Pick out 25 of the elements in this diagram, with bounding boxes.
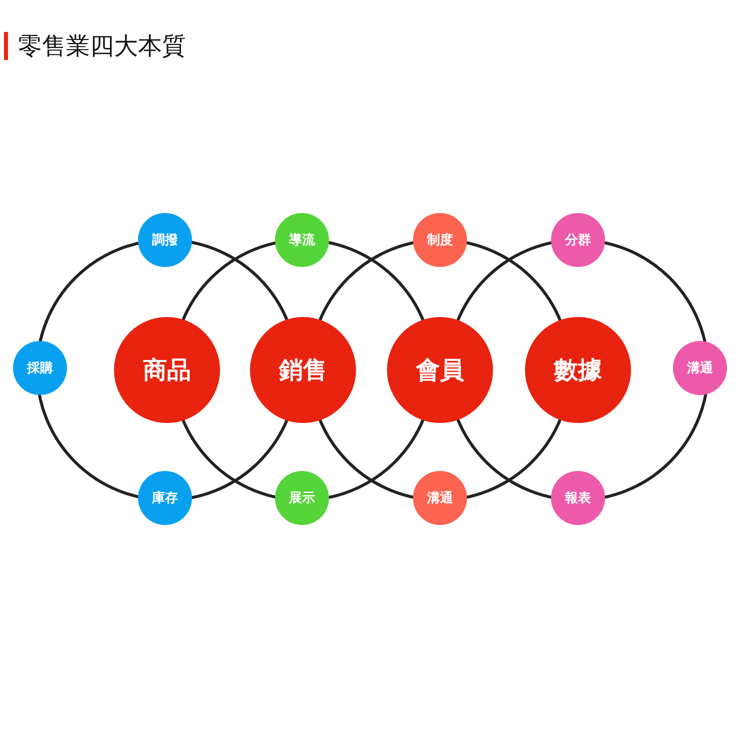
circle-label: 報表 bbox=[565, 490, 591, 507]
circle-label: 溝通 bbox=[687, 360, 713, 377]
topic-circle bbox=[551, 471, 605, 525]
topic-circle bbox=[138, 213, 192, 267]
topic-circle bbox=[138, 471, 192, 525]
circle-label: 商品 bbox=[143, 355, 191, 386]
circle-label: 調撥 bbox=[152, 232, 178, 249]
circle-label: 制度 bbox=[427, 232, 453, 249]
circle-label: 展示 bbox=[289, 490, 315, 507]
topic-circle bbox=[551, 213, 605, 267]
circle-label: 導流 bbox=[289, 232, 315, 249]
topic-circle bbox=[413, 471, 467, 525]
topic-circle bbox=[413, 213, 467, 267]
topic-circle bbox=[275, 471, 329, 525]
topic-circle bbox=[13, 341, 67, 395]
topic-circle bbox=[673, 341, 727, 395]
topic-circle bbox=[275, 213, 329, 267]
circle-label: 會員 bbox=[416, 355, 464, 386]
circle-label: 分群 bbox=[565, 232, 591, 249]
circle-label: 銷售 bbox=[279, 355, 327, 386]
circle-label: 採購 bbox=[27, 360, 53, 377]
circle-label: 數據 bbox=[554, 355, 602, 386]
circle-label: 溝通 bbox=[427, 490, 453, 507]
title: 零售業四大本質 bbox=[18, 31, 186, 62]
circle-label: 庫存 bbox=[152, 490, 178, 507]
